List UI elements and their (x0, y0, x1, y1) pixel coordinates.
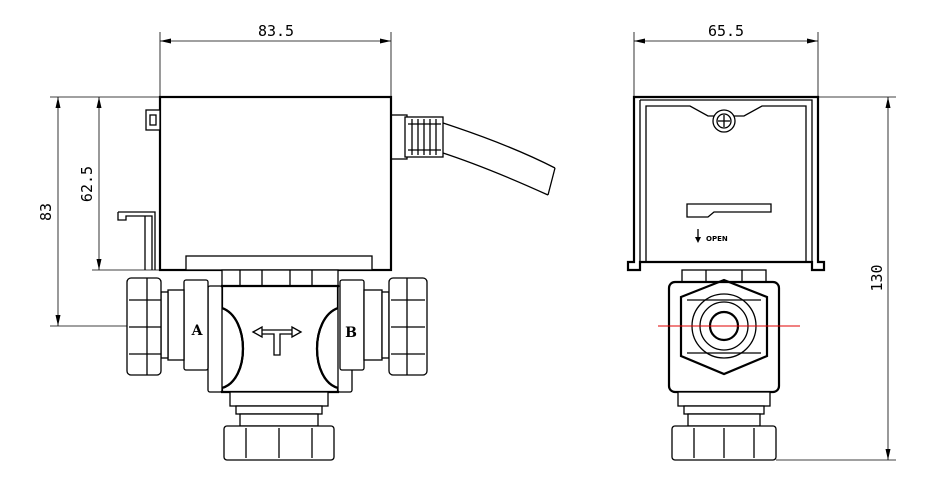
port-b-fitting: B (337, 277, 428, 393)
port-ab-fitting-side (223, 391, 335, 461)
dim-front-height-total: 130 (776, 96, 896, 461)
cable-gland (390, 114, 444, 160)
valve-body-side (220, 284, 340, 394)
valve-neck-side (221, 269, 339, 287)
dim-label-front-height-total: 130 (868, 264, 886, 291)
screw-icon (712, 109, 736, 133)
dim-side-height-total: 83 (37, 96, 160, 327)
position-indicator: OPEN (686, 203, 772, 243)
dim-label-side-height-total: 83 (37, 203, 55, 221)
dim-side-width: 83.5 (159, 22, 392, 97)
dim-front-width: 65.5 (633, 22, 819, 97)
port-b-label: B (345, 325, 357, 341)
dim-label-side-width: 83.5 (258, 22, 294, 40)
t-flow-arrow-icon (251, 325, 303, 356)
dim-side-height-actuator: 62.5 (78, 97, 160, 271)
port-a-label: A (191, 323, 204, 339)
dim-label-side-height-actuator: 62.5 (78, 166, 96, 202)
side-view: 83.5 83 62.5 (37, 22, 556, 461)
port-ab-fitting-front (671, 391, 777, 461)
open-label: OPEN (706, 235, 728, 243)
valve-body-front (658, 278, 800, 394)
dim-label-front-width: 65.5 (708, 22, 744, 40)
port-a-fitting: A (126, 277, 223, 393)
front-view: 65.5 130 OPE (626, 22, 896, 461)
cable (439, 121, 556, 196)
actuator-housing-side (117, 95, 393, 272)
